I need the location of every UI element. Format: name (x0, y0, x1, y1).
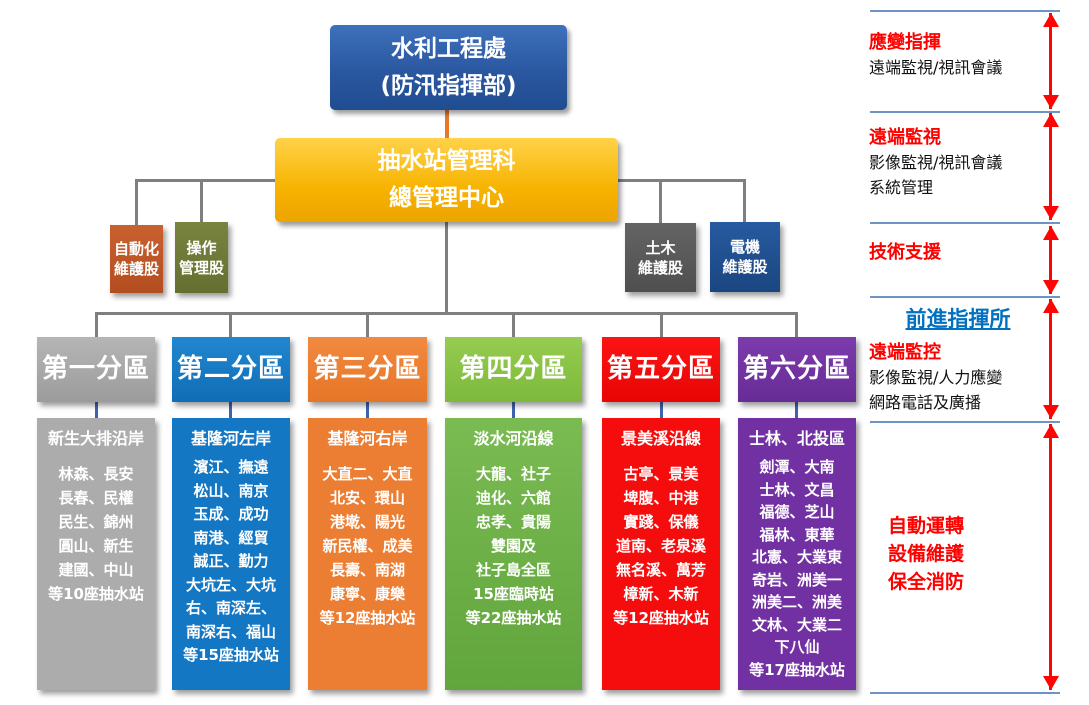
separator-line-4 (870, 296, 1060, 298)
division-1-area: 新生大排沿岸 (47, 429, 144, 448)
dept-box-operation-management: 操作 管理股 (175, 222, 228, 293)
connector-trunk-horizontal (95, 312, 798, 315)
dept-box-label: 自動化 維護股 (113, 240, 159, 278)
management-center-box: 抽水站管理科 總管理中心 (275, 138, 618, 222)
division-4-header: 第四分區 (445, 337, 582, 402)
range-arrow-3 (1049, 226, 1052, 294)
annotation-3-title: 技術支援 (869, 242, 941, 263)
division-6-header: 第六分區 (738, 337, 856, 402)
annotation-4-body: 影像監視/人力應變 網路電話及廣播 (869, 368, 1003, 412)
annotation-section-1: 應變指揮 遠端監視/視訊會議 (869, 30, 1047, 80)
range-arrow-5 (1049, 424, 1052, 690)
division-2-detail: 基隆河左岸 濱江、撫遠 松山、南京 玉成、成功 南港、經貿 誠正、勤力 大坑左、… (172, 418, 290, 690)
annotation-1-title: 應變指揮 (869, 32, 941, 53)
division-6-area: 士林、北投區 (748, 429, 845, 448)
separator-line-6 (870, 692, 1060, 694)
connector-drop-dept2 (200, 179, 203, 223)
division-4-detail: 淡水河沿線 大龍、社子 迪化、六館 忠孝、貴陽 雙園及 社子島全區 15座臨時站… (445, 418, 582, 690)
connector-top-to-center (445, 110, 449, 138)
division-6-detail: 士林、北投區 劍潭、大南 士林、文昌 福德、芝山 福林、東華 北憲、大業東 奇岩… (738, 418, 856, 690)
connector-drop-div1 (95, 312, 98, 337)
annotation-section-5-title: 自動運轉 設備維護 保全消防 (888, 515, 965, 593)
dept-box-label: 土木 維護股 (637, 238, 683, 277)
connector-drop-div4 (512, 312, 515, 337)
dept-box-label: 電機 維護股 (722, 238, 768, 276)
annotation-section-2: 遠端監視 影像監視/視訊會議 系統管理 (869, 125, 1047, 200)
connector-hdr-det-1 (95, 401, 98, 419)
connector-drop-dept4 (743, 179, 746, 223)
connector-drop-dept1 (135, 179, 138, 226)
division-5-header: 第五分區 (602, 337, 720, 402)
division-3-area: 基隆河右岸 (327, 429, 408, 448)
dept-box-label: 操作 管理股 (178, 238, 224, 277)
separator-line-1 (870, 10, 1060, 12)
division-1-stations: 林森、長安 長春、民權 民生、錦州 圓山、新生 建國、中山 等10座抽水站 (48, 465, 144, 603)
connector-drop-dept3 (659, 179, 662, 224)
separator-line-2 (870, 111, 1060, 113)
separator-line-5 (870, 421, 1060, 423)
connector-center-down (445, 222, 448, 314)
connector-drop-div3 (366, 312, 369, 337)
connector-drop-div6 (795, 312, 798, 337)
division-2-area: 基隆河左岸 (190, 429, 271, 448)
connector-hdr-det-6 (795, 401, 798, 419)
dept-box-civil-maintenance: 土木 維護股 (625, 223, 696, 292)
connector-drop-div5 (660, 312, 663, 337)
division-3-header: 第三分區 (308, 337, 427, 402)
annotation-2-title: 遠端監視 (869, 127, 941, 148)
connector-hdr-det-2 (229, 401, 232, 419)
annotation-4-title: 遠端監控 (869, 342, 941, 363)
annotation-2-body: 影像監視/視訊會議 系統管理 (869, 153, 1003, 197)
separator-line-3 (870, 222, 1060, 224)
division-5-area: 景美溪沿線 (620, 429, 701, 448)
connector-hdr-det-5 (660, 401, 663, 419)
headquarters-box: 水利工程處 (防汛指揮部) (330, 25, 567, 110)
connector-drop-div2 (229, 312, 232, 337)
division-6-stations: 劍潭、大南 士林、文昌 福德、芝山 福林、東華 北憲、大業東 奇岩、洲美一 洲美… (749, 458, 845, 679)
range-arrow-1 (1049, 13, 1052, 109)
dept-box-electrical-maintenance: 電機 維護股 (710, 222, 780, 292)
division-4-stations: 大龍、社子 迪化、六館 忠孝、貴陽 雙園及 社子島全區 15座臨時站 等22座抽… (465, 465, 562, 627)
dept-box-automation-maintenance: 自動化 維護股 (110, 225, 163, 293)
division-1-detail: 新生大排沿岸 林森、長安 長春、民權 民生、錦州 圓山、新生 建國、中山 等10… (37, 418, 155, 690)
division-5-detail: 景美溪沿線 古亭、景美 埤腹、中港 實踐、保儀 道南、老泉溪 無名溪、萬芳 樟新… (602, 418, 720, 690)
forward-command-post-label: 前進指揮所 (905, 307, 1011, 331)
annotation-section-4: 遠端監控 影像監視/人力應變 網路電話及廣播 (869, 340, 1047, 415)
division-4-area: 淡水河沿線 (473, 429, 554, 448)
annotation-1-body: 遠端監視/視訊會議 (869, 58, 1003, 77)
division-3-stations: 大直二、大直 北安、環山 港墘、陽光 新民權、成美 長壽、南湖 康寧、康樂 等1… (319, 465, 416, 627)
annotation-section-3: 技術支援 (869, 240, 1047, 265)
connector-hdr-det-4 (512, 401, 515, 419)
range-arrow-4 (1049, 299, 1052, 419)
connector-hdr-det-3 (366, 401, 369, 419)
connector-right-depts-horizontal (617, 179, 746, 182)
division-2-header: 第二分區 (172, 337, 290, 402)
division-2-stations: 濱江、撫遠 松山、南京 玉成、成功 南港、經貿 誠正、勤力 大坑左、大坑 右、南… (183, 458, 279, 664)
division-5-stations: 古亭、景美 埤腹、中港 實踐、保儀 道南、老泉溪 無名溪、萬芳 樟新、木新 等1… (613, 465, 709, 627)
division-3-detail: 基隆河右岸 大直二、大直 北安、環山 港墘、陽光 新民權、成美 長壽、南湖 康寧… (308, 418, 427, 690)
range-arrow-2 (1049, 113, 1052, 220)
connector-left-depts-horizontal (135, 179, 276, 182)
division-1-header: 第一分區 (37, 337, 155, 402)
